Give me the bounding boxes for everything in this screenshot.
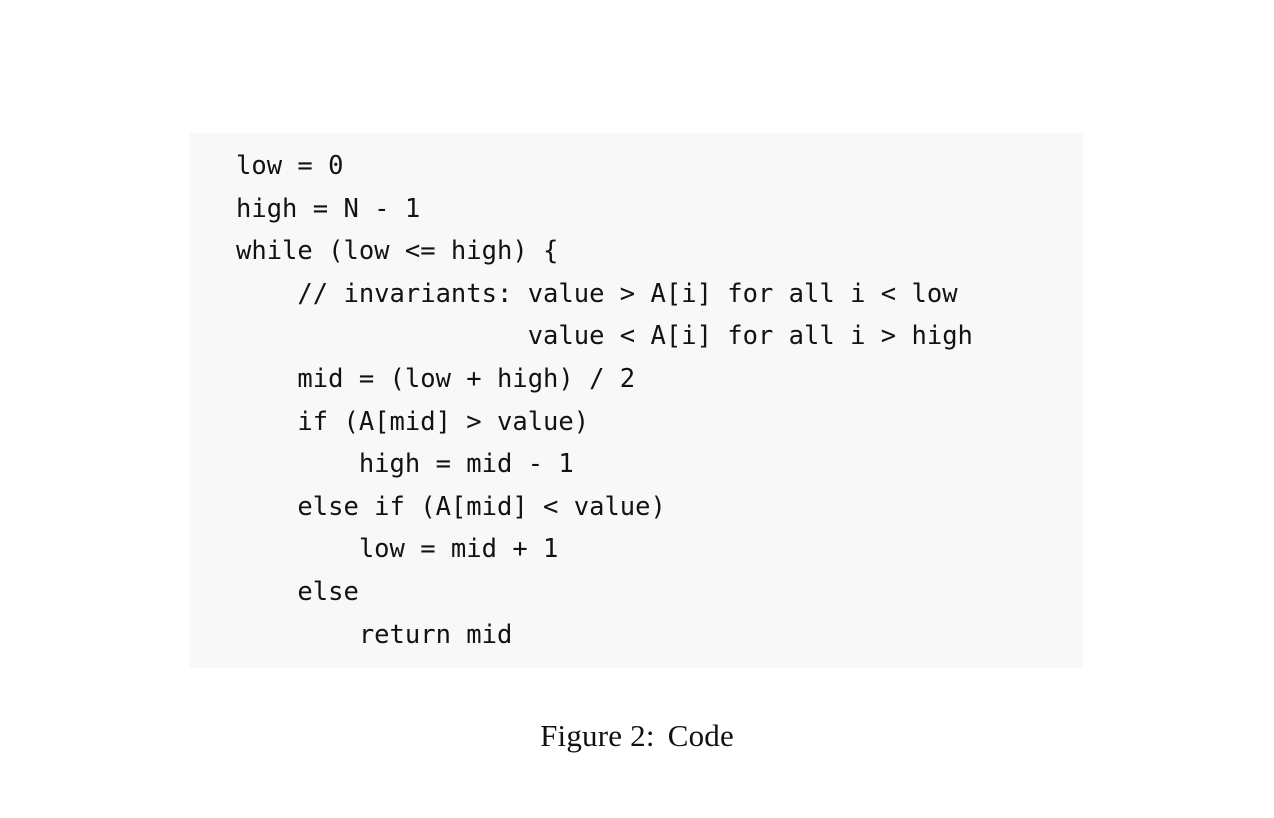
code-line: else [236, 576, 359, 607]
code-line: low = 0 [236, 151, 344, 181]
figure-caption-label: Figure 2: [540, 718, 655, 753]
figure-caption-title: Code [667, 718, 734, 753]
code-listing: low = 0 high = N - 1 while (low <= high) {… [190, 145, 1083, 656]
code-line: high = mid - 1 [236, 449, 574, 480]
code-line: low = mid + 1 [236, 534, 559, 565]
code-line: while (low <= high) { [236, 236, 559, 267]
code-line: return mid [236, 619, 513, 650]
code-line: mid = (low + high) / 2 [236, 363, 636, 394]
code-line: high = N - 1 [236, 193, 421, 224]
figure-caption: Figure 2: Code [0, 718, 1274, 754]
code-figure-block: low = 0 high = N - 1 while (low <= high) {… [190, 133, 1083, 668]
code-line: else if (A[mid] < value) [236, 491, 666, 522]
code-line: if (A[mid] > value) [236, 406, 590, 437]
code-line: // invariants: value > A[i] for all i < … [236, 278, 958, 309]
code-line: value < A[i] for all i > high [236, 321, 973, 352]
